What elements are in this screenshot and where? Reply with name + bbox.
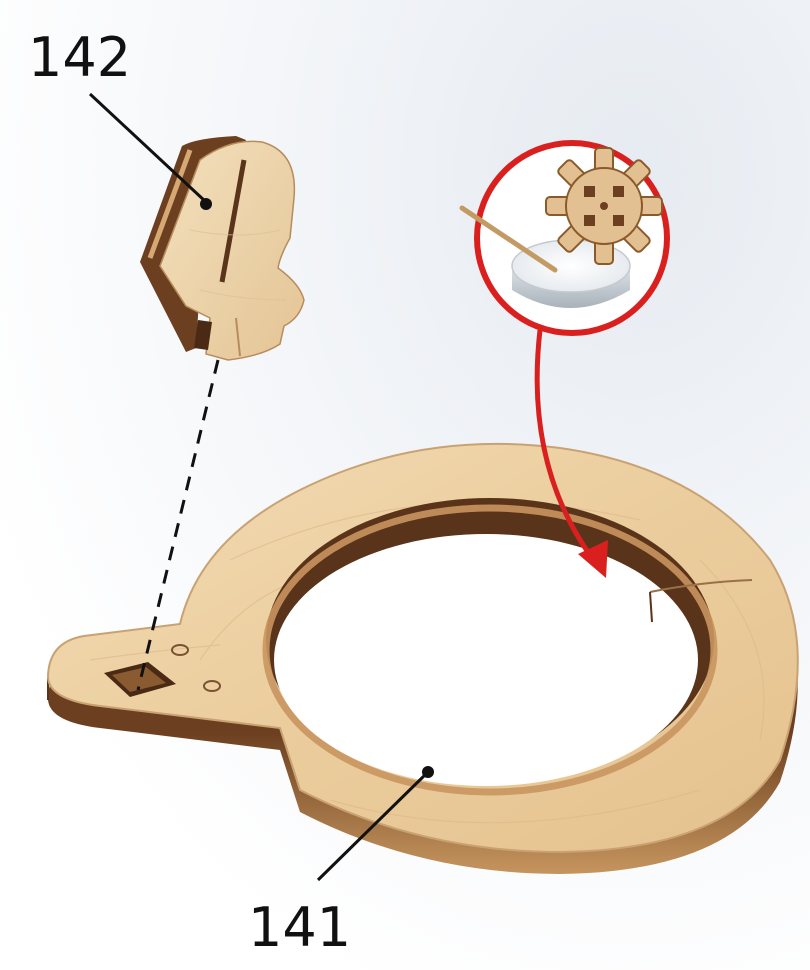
part-label-142: 142 [28,26,131,89]
head-part [140,136,304,360]
part-label-141: 141 [248,896,351,959]
glue-tub-with-gear-icon [462,124,686,333]
ring-base-part [48,444,798,874]
